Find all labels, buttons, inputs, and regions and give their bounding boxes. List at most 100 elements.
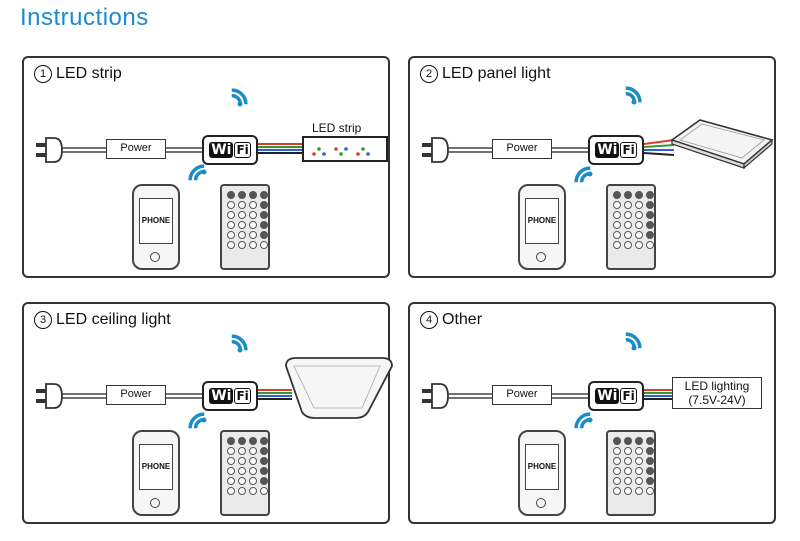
remote-key	[227, 191, 235, 199]
led-dots	[312, 147, 370, 156]
panel-title: Other	[442, 311, 483, 328]
wifi-signal-icon	[231, 334, 248, 353]
wifi-signal-icon	[188, 412, 207, 429]
remote-key	[646, 221, 654, 229]
remote-key	[624, 487, 632, 495]
remote-key	[646, 437, 654, 445]
remote-key	[646, 477, 654, 485]
remote-key	[227, 467, 235, 475]
phone-device: PHONE	[518, 184, 566, 270]
remote-key	[238, 467, 246, 475]
phone-device: PHONE	[518, 430, 566, 516]
remote-key	[646, 241, 654, 249]
remote-key	[249, 487, 257, 495]
plug-icon	[422, 383, 492, 409]
remote-key	[249, 231, 257, 239]
remote-key	[238, 437, 246, 445]
remote-key	[646, 487, 654, 495]
remote-key	[260, 467, 268, 475]
remote-key	[635, 201, 643, 209]
led-lighting-device: LED lighting (7.5V-24V)	[672, 377, 762, 409]
remote-key	[624, 457, 632, 465]
output-wires	[258, 389, 292, 400]
remote-key	[613, 211, 621, 219]
remote-key	[646, 211, 654, 219]
remote-key	[227, 201, 235, 209]
remote-control	[606, 184, 656, 270]
remote-key	[249, 467, 257, 475]
remote-key	[227, 231, 235, 239]
panel-title: LED ceiling light	[56, 311, 171, 328]
remote-key	[260, 447, 268, 455]
remote-key	[249, 477, 257, 485]
remote-key	[624, 191, 632, 199]
remote-key	[635, 231, 643, 239]
remote-key	[635, 447, 643, 455]
remote-key	[646, 467, 654, 475]
remote-key	[260, 201, 268, 209]
phone-screen: PHONE	[139, 444, 173, 490]
remote-key	[624, 221, 632, 229]
remote-key	[227, 211, 235, 219]
led-ceiling-light-device	[285, 357, 393, 419]
wifi-signal-icon	[625, 332, 642, 351]
remote-key	[227, 487, 235, 495]
remote-control	[220, 430, 270, 516]
remote-key	[249, 211, 257, 219]
led-strip-label: LED strip	[312, 121, 362, 135]
remote-key	[249, 241, 257, 249]
remote-key	[646, 201, 654, 209]
wifi-signal-icon	[574, 412, 593, 429]
remote-key	[260, 221, 268, 229]
remote-key	[227, 437, 235, 445]
led-strip-device	[302, 136, 388, 162]
remote-key	[227, 241, 235, 249]
remote-key	[238, 241, 246, 249]
phone-home-button	[150, 498, 160, 508]
panel-number: 1	[34, 65, 52, 83]
remote-key	[613, 487, 621, 495]
phone-device: PHONE	[132, 430, 180, 516]
remote-key	[238, 447, 246, 455]
remote-key	[260, 191, 268, 199]
remote-key	[635, 477, 643, 485]
remote-key	[635, 241, 643, 249]
output-wires	[643, 139, 675, 156]
wifi-signal-icon	[574, 166, 593, 183]
remote-key	[260, 437, 268, 445]
remote-key	[646, 447, 654, 455]
panel-title: LED panel light	[442, 65, 551, 82]
remote-key	[624, 211, 632, 219]
wifi-signal-icon	[625, 86, 642, 105]
remote-key	[613, 231, 621, 239]
remote-key	[238, 457, 246, 465]
remote-key	[227, 221, 235, 229]
power-supply-box: Power	[492, 385, 552, 405]
remote-key	[260, 487, 268, 495]
remote-key	[613, 437, 621, 445]
remote-key	[635, 467, 643, 475]
remote-control	[220, 184, 270, 270]
phone-home-button	[150, 252, 160, 262]
remote-key	[635, 191, 643, 199]
remote-key	[613, 477, 621, 485]
power-supply-box: Power	[106, 139, 166, 159]
remote-key	[624, 477, 632, 485]
remote-key	[635, 487, 643, 495]
remote-key	[646, 191, 654, 199]
remote-key	[249, 447, 257, 455]
remote-key	[227, 457, 235, 465]
remote-key	[613, 241, 621, 249]
phone-screen: PHONE	[525, 444, 559, 490]
remote-key	[238, 231, 246, 239]
power-supply-box: Power	[492, 139, 552, 159]
